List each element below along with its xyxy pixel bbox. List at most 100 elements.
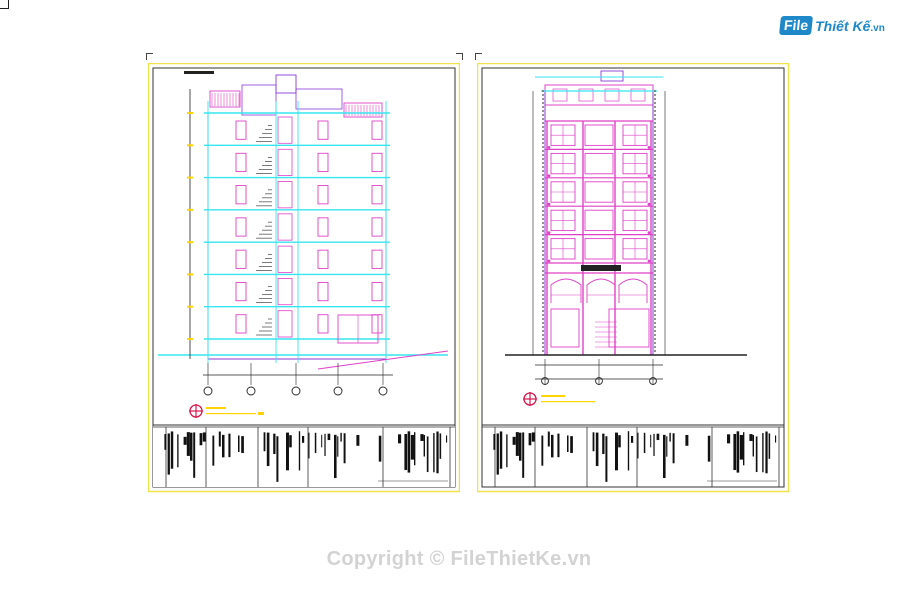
hatch-dot [542,186,544,188]
title-block-text-mark [627,431,630,471]
hatch-dot [542,146,544,148]
hatch-dot [654,326,656,328]
hatch-dot [542,94,544,96]
level-mark [187,176,193,179]
window [235,281,247,302]
hatch-dot [654,214,656,216]
hatch-dot [542,166,544,168]
hatch-dot [542,206,544,208]
hatch-dot [654,290,656,292]
hatch-dot [542,182,544,184]
title-block-text-mark [222,434,225,458]
hatch-dot [654,302,656,304]
site-logo[interactable]: File Thiết Kế.vn [779,16,885,35]
title-block-text-mark [522,432,525,478]
hatch-dot [654,226,656,228]
center-window [584,238,614,260]
hatch-dot [654,138,656,140]
hatch-dot [654,258,656,260]
balcony-post [647,146,651,149]
hatch-dot [542,158,544,160]
hatch-dot [654,194,656,196]
title-block-text-mark [199,433,203,446]
hatch-dot [654,274,656,276]
logo-file-badge: File [779,16,814,35]
title-block-text-mark [531,432,535,442]
title-block-text-mark [739,434,743,460]
hatch-dot [542,318,544,320]
balcony-post [647,202,651,206]
balcony-post [647,174,651,178]
title-block-text-mark [407,431,411,473]
hatch-dot [654,206,656,208]
title-block-text-mark [266,432,270,467]
hatch-dot [542,194,544,196]
hatch-dot [542,342,544,344]
axis-bubble [541,377,549,385]
hatch-dot [654,222,656,224]
title-block-text-mark [289,435,292,448]
roof-parapet [544,84,654,106]
hatch-dot [542,306,544,308]
hatch-dot [542,346,544,348]
center-window [584,152,614,175]
hatch-dot [542,298,544,300]
center-window [584,124,614,146]
hatch-dot [654,266,656,268]
title-block-text-mark [167,433,170,475]
stair-window [277,181,293,209]
hatch-dot [542,110,544,112]
stair-window [277,116,293,144]
hatch-dot [542,322,544,324]
hatch-dot [542,266,544,268]
level-mark [187,208,193,211]
title-block-text-mark [663,434,666,479]
hatch-dot [654,118,656,120]
hatch-dot [542,122,544,124]
hatch-dot [654,334,656,336]
title-block-text-mark [439,433,442,459]
hatch-dot [654,306,656,308]
title-block-text-mark [238,435,240,453]
section-symbol-right [523,392,595,406]
hatch-dot [654,330,656,332]
stair-window [277,310,293,338]
roof-room [241,84,277,116]
center-window [584,181,614,203]
hatch-dot [654,282,656,284]
hatch-dot [654,218,656,220]
hatch-dot [654,350,656,352]
roof-stair-tower [275,74,297,94]
level-mark [187,338,193,340]
hatch-dot [542,114,544,116]
sheet-corner-tr [456,53,463,60]
hatch-dot [654,278,656,280]
roof-terrace [343,102,383,118]
axis-bubble [378,386,388,396]
hatch-dot [654,346,656,348]
axis-bubble [203,386,213,396]
hatch-dot [654,154,656,156]
title-block-text-mark [298,431,301,471]
hatch-dot [654,314,656,316]
side-elevation-drawing [148,63,460,493]
title-block-text-mark [762,433,764,473]
title-block-text-mark [170,431,174,469]
hatch-dot [542,262,544,264]
hatch-dot [542,198,544,200]
hatch-dot [542,310,544,312]
title-block-text-mark [752,434,755,457]
title-block-text-mark [592,432,595,452]
hatch-dot [542,278,544,280]
hatch-dot [542,274,544,276]
section-symbol-left [189,404,264,418]
title-block-text-mark [512,436,516,445]
balcony-post [647,231,651,235]
front-elevation-drawing [477,63,789,493]
title-block-text-mark [749,434,753,441]
title-block-text-mark [164,434,167,450]
title-block-text-mark [183,436,187,445]
balcony-post [547,174,551,178]
balcony-post [547,231,551,235]
hatch-dot [542,90,544,92]
